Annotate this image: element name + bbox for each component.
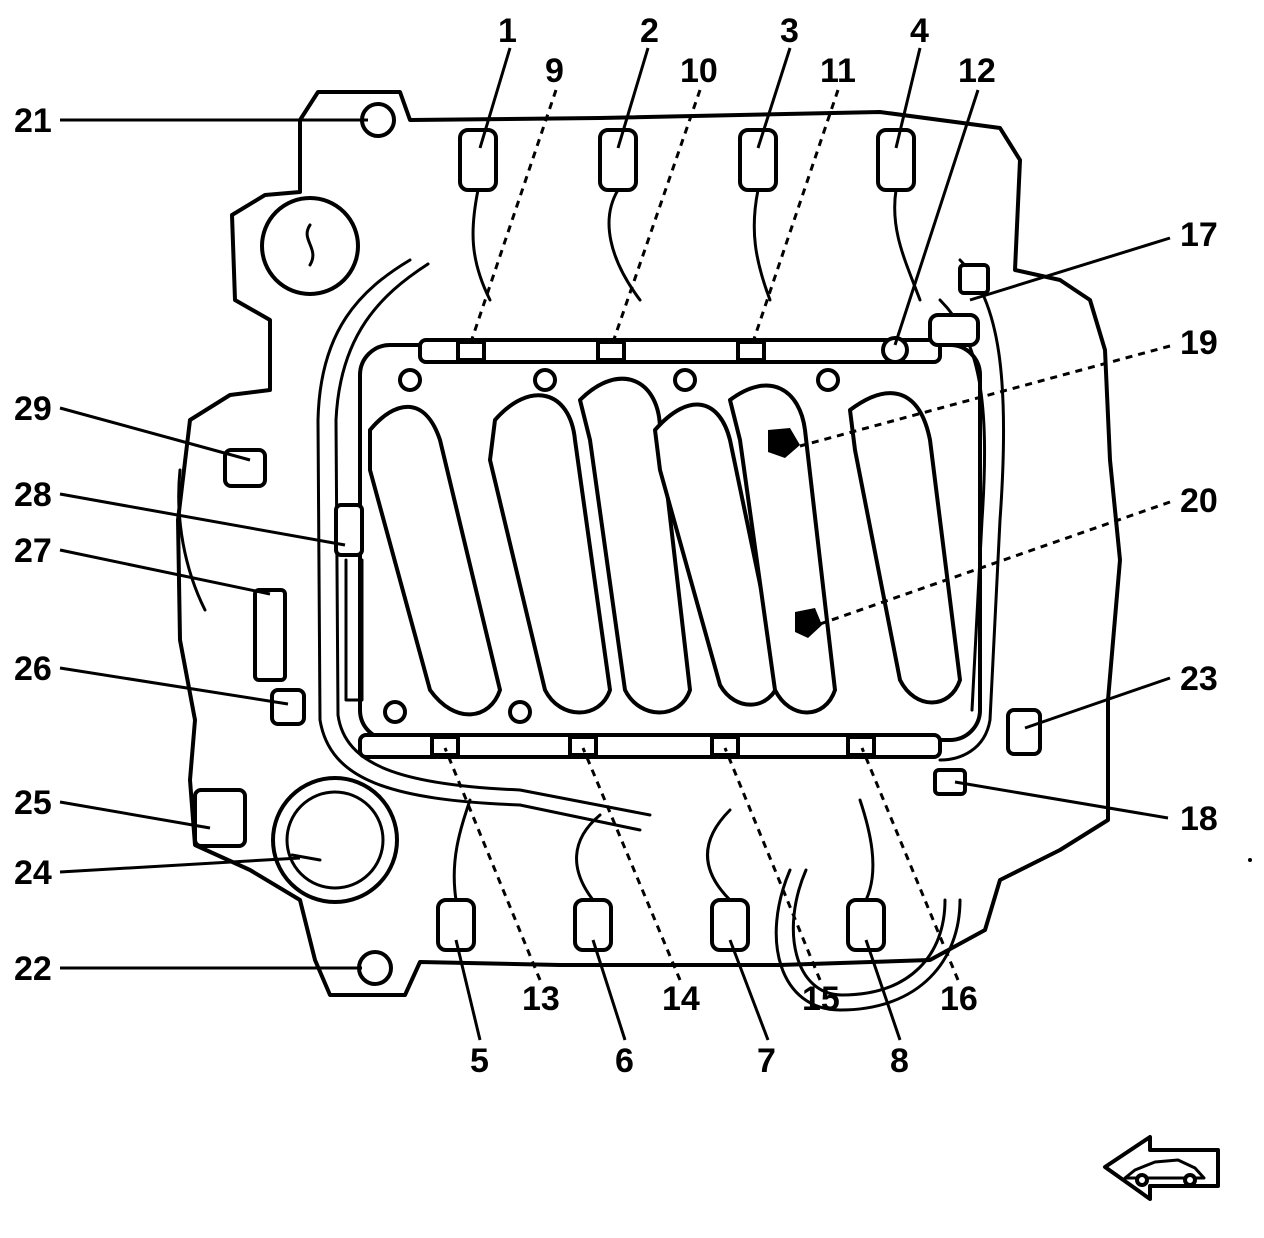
oil-filter-icon [271, 776, 399, 904]
callout-29: 29 [14, 390, 52, 428]
callout-13: 13 [522, 980, 560, 1018]
callout-4: 4 [910, 12, 929, 50]
stray-dot [1248, 858, 1252, 862]
callout-25: 25 [14, 784, 52, 822]
callout-28: 28 [14, 476, 52, 514]
left-side-components [177, 448, 364, 848]
callout-23: 23 [1180, 660, 1218, 698]
callout-16: 16 [940, 980, 978, 1018]
callout-1: 1 [498, 12, 517, 50]
mounting-studs [357, 102, 396, 986]
callout-18: 18 [1180, 800, 1218, 838]
lower-fuel-rail [358, 733, 942, 759]
callout-5: 5 [470, 1042, 489, 1080]
callout-10: 10 [680, 52, 718, 90]
upper-fuel-rail [418, 336, 942, 364]
intake-manifold [358, 343, 982, 742]
callout-20: 20 [1180, 482, 1218, 520]
callout-9: 9 [545, 52, 564, 90]
callout-26: 26 [14, 650, 52, 688]
leader-lines [59, 47, 1171, 1041]
callout-labels: 1 2 3 4 5 6 7 8 9 10 11 12 13 14 15 16 1… [14, 12, 1218, 1080]
callout-19: 19 [1180, 324, 1218, 362]
callout-24: 24 [14, 854, 52, 892]
front-of-vehicle-arrow-icon [1103, 1135, 1220, 1201]
callout-8: 8 [890, 1042, 909, 1080]
callout-17: 17 [1180, 216, 1218, 254]
callout-6: 6 [615, 1042, 634, 1080]
callout-15: 15 [802, 980, 840, 1018]
callout-3: 3 [780, 12, 799, 50]
callout-12: 12 [958, 52, 996, 90]
lower-fuel-injectors [436, 798, 886, 952]
callout-22: 22 [14, 950, 52, 988]
callout-27: 27 [14, 532, 52, 570]
oil-fill-cap-icon [260, 196, 360, 296]
right-side-connectors [928, 263, 1042, 796]
callout-14: 14 [662, 980, 700, 1018]
callout-2: 2 [640, 12, 659, 50]
upper-fuel-injectors [458, 128, 922, 302]
callout-21: 21 [14, 102, 52, 140]
wiring-harness-loop [774, 868, 962, 1012]
callout-11: 11 [820, 52, 856, 90]
callout-7: 7 [757, 1042, 776, 1080]
manifold-sensors [768, 428, 822, 638]
